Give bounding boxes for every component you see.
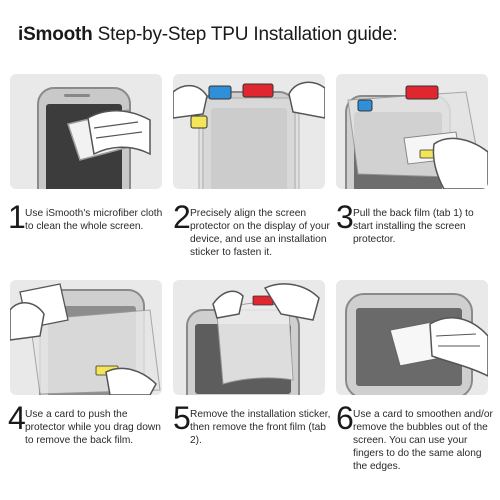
brand-name: iSmooth xyxy=(18,24,93,45)
step-5: 5 Remove the installation sticker, then … xyxy=(173,402,333,478)
step-number: 5 xyxy=(173,400,191,436)
step-1-illustration xyxy=(10,74,162,189)
step-description: Use iSmooth's microfiber cloth to clean … xyxy=(25,208,163,232)
step-number: 3 xyxy=(336,199,354,235)
step-description: Use a card to smoothen and/or remove the… xyxy=(353,409,493,472)
step-description: Remove the installation sticker, then re… xyxy=(190,409,331,446)
step-5-illustration xyxy=(173,280,325,395)
phone-card-smoothen-illustration xyxy=(345,293,488,395)
phone-align-protector-illustration xyxy=(173,81,325,189)
page-title: iSmooth Step-by-Step TPU Installation gu… xyxy=(18,24,398,46)
phone-remove-front-film-illustration xyxy=(186,283,320,395)
phone-pull-tab-illustration xyxy=(345,85,488,189)
step-number: 4 xyxy=(8,400,26,436)
step-4: 4 Use a card to push the protector while… xyxy=(8,402,168,478)
step-3: 3 Pull the back film (tab 1) to start in… xyxy=(336,201,496,277)
phone-cleaning-cloth-illustration xyxy=(37,87,151,189)
step-description: Pull the back film (tab 1) to start inst… xyxy=(353,208,474,245)
step-2-illustration xyxy=(173,74,325,189)
title-text: Step-by-Step TPU Installation guide: xyxy=(92,24,398,45)
step-6-illustration xyxy=(336,280,488,395)
step-number: 6 xyxy=(336,400,354,436)
step-description: Precisely align the screen protector on … xyxy=(190,208,330,258)
step-2: 2 Precisely align the screen protector o… xyxy=(173,201,333,277)
step-4-illustration xyxy=(10,280,162,395)
step-number: 2 xyxy=(173,199,191,235)
step-number: 1 xyxy=(8,199,26,235)
phone-card-push-illustration xyxy=(10,283,161,395)
step-description: Use a card to push the protector while y… xyxy=(25,409,161,446)
step-6: 6 Use a card to smoothen and/or remove t… xyxy=(336,402,496,478)
step-3-illustration xyxy=(336,74,488,189)
step-1: 1 Use iSmooth's microfiber cloth to clea… xyxy=(8,201,168,277)
